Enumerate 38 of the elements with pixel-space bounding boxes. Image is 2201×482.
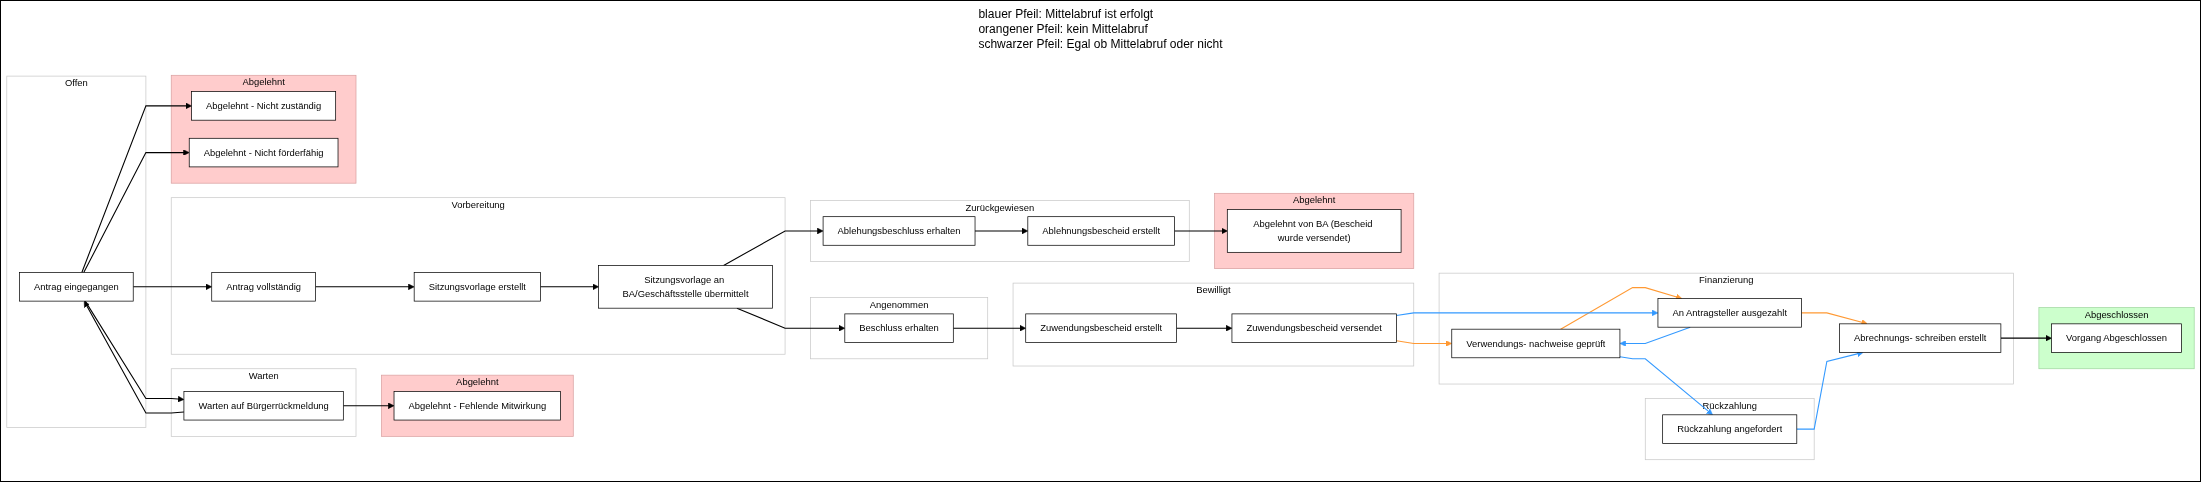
arrow <box>1395 340 1453 347</box>
node-box: Antrag eingegangen <box>19 272 134 302</box>
arrow <box>952 325 1026 332</box>
node-box: Beschluss erhalten <box>844 313 954 343</box>
arrow <box>2000 334 2052 342</box>
legend-note: schwarzer Pfeil: Egal ob Mittelabruf oder nicht <box>978 37 1223 52</box>
node-box: Zuwendungsbescheid erstellt <box>1025 313 1177 343</box>
node-box: Abgelehnt von BA (Bescheid wurde versendet) <box>1226 209 1402 253</box>
node-box: Ablehungsbeschluss erhalten <box>822 216 976 246</box>
node-box: Abgelehnt - Fehlende Mitwirkung <box>393 391 561 421</box>
arrow <box>342 402 395 409</box>
arrow <box>1560 287 1683 330</box>
arrow <box>1619 356 1713 416</box>
node-box: Abgelehnt - Nicht zuständig <box>191 91 337 121</box>
arrow <box>1395 309 1659 317</box>
arrow <box>723 227 824 266</box>
node-box: Zuwendungsbescheid versendet <box>1231 313 1397 343</box>
arrow <box>314 283 415 290</box>
arrow <box>1173 227 1228 235</box>
node-box: An Antragsteller ausgezahlt <box>1657 298 1802 328</box>
node-box: Warten auf Bürgerrückmeldung <box>183 391 344 421</box>
node-box: Ablehnungsbescheid erstellt <box>1027 216 1175 246</box>
node-box: Sitzungsvorlage erstellt <box>413 272 541 302</box>
node-box: Vorgang Abgeschlossen <box>2051 323 2182 353</box>
arrow <box>132 283 212 290</box>
node-box: Antrag vollständig <box>211 272 316 302</box>
arrow <box>539 283 599 290</box>
arrow <box>974 227 1029 235</box>
node-box: Abgelehnt - Nicht förderfähig <box>188 137 339 168</box>
node-box: Rückzahlung angefordert <box>1662 414 1798 444</box>
node-box: Abrechnungs- schreiben erstellt <box>1839 323 2002 353</box>
arrow <box>83 149 190 274</box>
arrow <box>81 102 192 274</box>
arrow <box>1176 325 1233 332</box>
node-box: Verwendungs- nachweise geprüft <box>1451 328 1621 359</box>
legend-note: blauer Pfeil: Mittelabruf ist erfolgt <box>978 7 1155 22</box>
legend-note: orangener Pfeil: kein Mittelabruf <box>978 22 1149 37</box>
node-box: Sitzungsvorlage an BA/Geschäftsstelle übermittelt <box>598 265 773 309</box>
